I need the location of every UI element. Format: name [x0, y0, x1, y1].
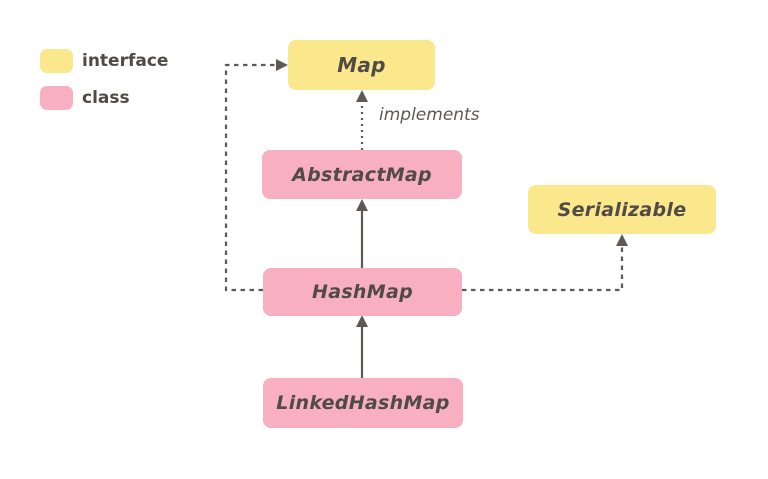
legend-item-class: class: [40, 86, 168, 110]
legend-label-class: class: [82, 88, 130, 108]
node-linkedhashmap: LinkedHashMap: [263, 378, 463, 428]
edge-hashmap-to-map: [224, 63, 277, 292]
arrowhead-map-left: [276, 59, 288, 71]
edge-hashmap-to-serializable: [462, 245, 624, 292]
class-color-swatch: [40, 86, 73, 110]
implements-edge-label: implements: [379, 105, 480, 125]
legend: interface class: [40, 49, 168, 123]
node-serializable: Serializable: [528, 185, 716, 234]
node-map: Map: [288, 40, 435, 90]
interface-color-swatch: [40, 49, 73, 73]
arrowhead-map: [356, 90, 368, 102]
legend-label-interface: interface: [82, 51, 169, 71]
arrowhead-hashmap: [356, 315, 368, 327]
node-hashmap: HashMap: [263, 268, 462, 316]
legend-item-interface: interface: [40, 49, 168, 73]
node-abstractmap: AbstractMap: [262, 150, 462, 199]
arrowhead-abstractmap: [356, 199, 368, 211]
arrowhead-serializable: [616, 234, 628, 246]
